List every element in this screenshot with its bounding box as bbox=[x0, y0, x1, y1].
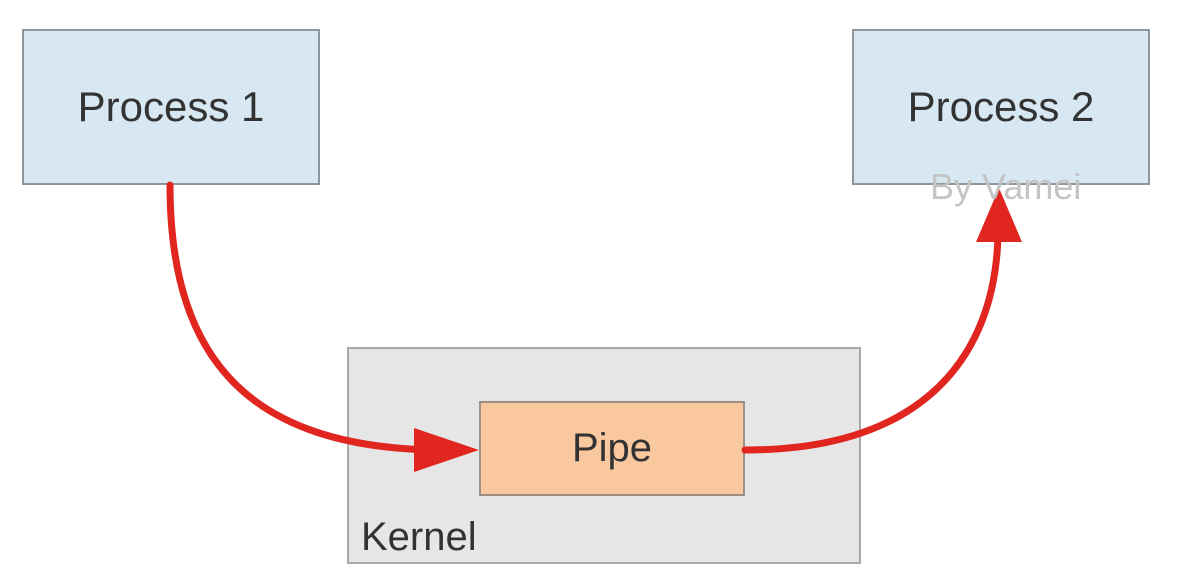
process-2-box: Process 2 bbox=[852, 29, 1150, 185]
pipe-box: Pipe bbox=[479, 401, 745, 496]
process-1-label: Process 1 bbox=[77, 83, 265, 130]
kernel-label: Kernel bbox=[361, 515, 477, 559]
watermark-text: By Vamei bbox=[930, 166, 1082, 207]
process-1-box: Process 1 bbox=[22, 29, 320, 185]
pipe-label: Pipe bbox=[571, 426, 653, 470]
process-2-label: Process 2 bbox=[907, 83, 1095, 130]
